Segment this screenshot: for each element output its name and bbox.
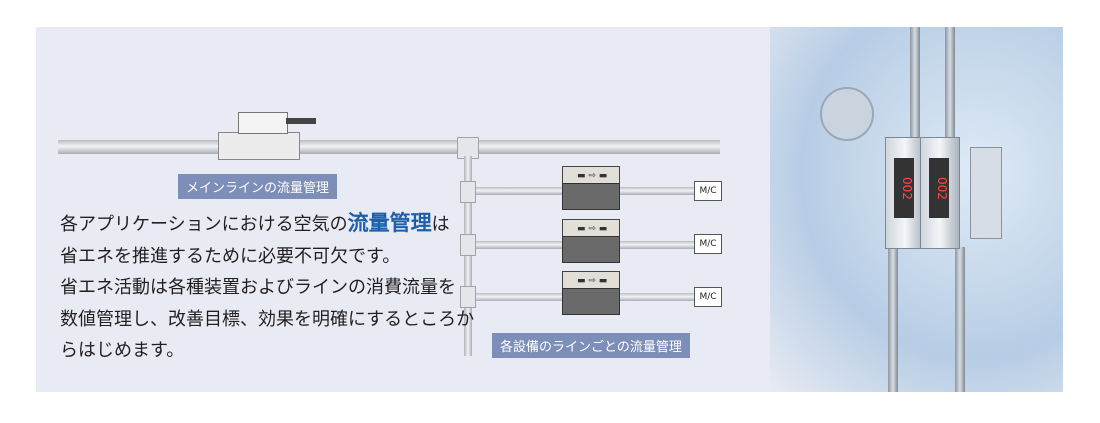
main-flow-sensor [218, 132, 300, 160]
description-text: 各アプリケーションにおける空気の流量管理は 省エネを推進するために必要不可欠です… [60, 208, 474, 367]
desc-line: 数値管理し、改善目標、効果を明確にするところか [60, 308, 475, 330]
highlight-text: 流量管理 [347, 211, 432, 235]
pipe-tee [460, 181, 476, 203]
machine-box: M/C [694, 287, 722, 307]
flow-sensor-device: 002 [920, 137, 960, 249]
branch-pipe-vertical [464, 156, 472, 356]
main-sensor-head [238, 112, 288, 134]
desc-line: 各アプリケーションにおける空気の [60, 214, 348, 235]
desc-line: 省エネを推進するために必要不可欠です。 [60, 245, 401, 267]
flow-sensor: ▬ ⇨ ▬ [562, 166, 620, 210]
machine-box: M/C [694, 181, 722, 201]
flow-sensor: ▬ ⇨ ▬ [562, 271, 620, 315]
desc-line: は [431, 214, 450, 235]
cable [955, 247, 965, 392]
display-readout: 002 [894, 158, 914, 218]
pipe-tee [460, 286, 476, 308]
main-pipe [58, 140, 720, 154]
cable [888, 227, 898, 392]
main-line-label: メインラインの流量管理 [178, 174, 338, 199]
flow-sensor: ▬ ⇨ ▬ [562, 219, 620, 263]
display-readout: 002 [929, 158, 949, 218]
machine-box: M/C [694, 234, 722, 254]
sensor-photo: 002 002 [770, 27, 1063, 392]
mounting-bracket [970, 147, 1002, 239]
desc-line: 省エネ活動は各種装置およびラインの消費流量を [60, 277, 456, 298]
flow-sensor-device: 002 [885, 137, 925, 249]
pipe-fitting [820, 87, 874, 141]
desc-line: らはじめます。 [60, 340, 185, 361]
cable [945, 27, 955, 147]
pipe-tee [460, 234, 476, 256]
each-line-label: 各設備のラインごとの流量管理 [492, 333, 690, 358]
main-sensor-connector [286, 118, 316, 124]
cable [910, 27, 920, 147]
